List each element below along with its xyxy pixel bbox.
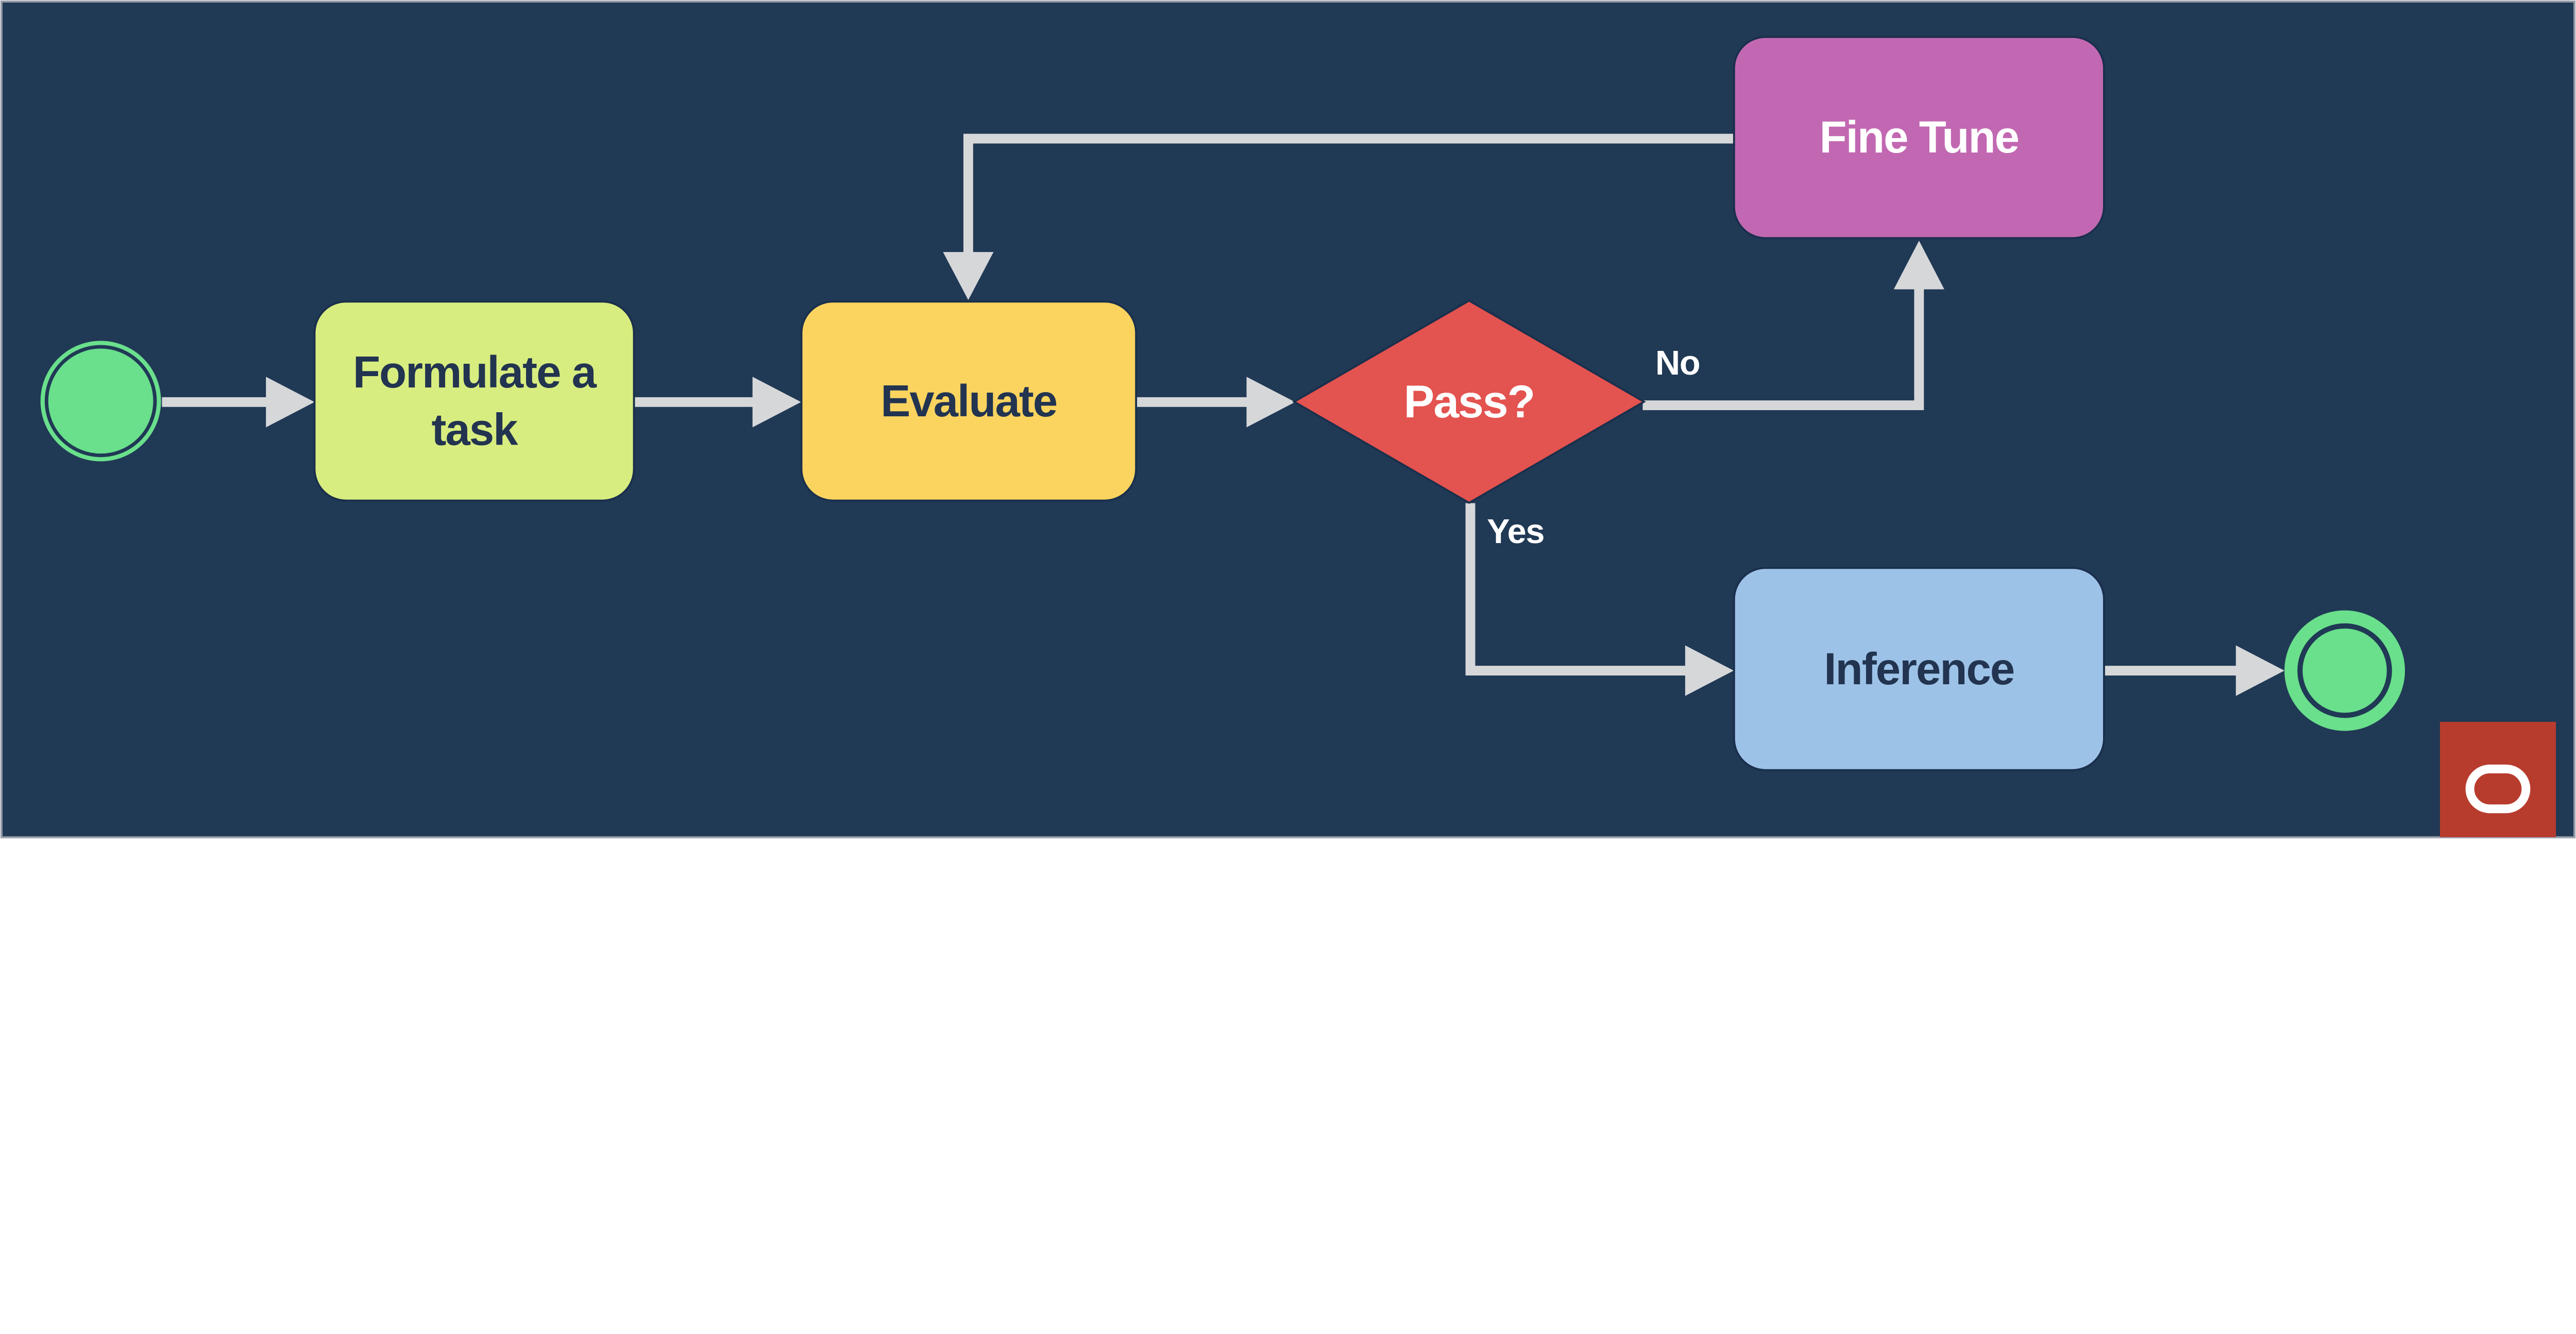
edge-pass-finetune-no	[1642, 289, 1924, 411]
end-event-inner-ring	[2297, 623, 2392, 718]
pass-decision-label: Pass?	[1403, 376, 1536, 428]
arrowhead-pass-finetune	[1893, 241, 1944, 290]
oracle-o-icon	[2465, 764, 2531, 814]
arrowhead-finetune-evaluate	[943, 252, 994, 300]
inference-label: Inference	[1824, 644, 2015, 694]
node-pass-diamond	[1292, 299, 1646, 504]
node-inference: Inference	[1733, 567, 2105, 771]
node-formulate-task: Formulate a task	[313, 300, 635, 502]
edge-pass-inference-yes	[1465, 503, 1687, 676]
arrowhead-pass-inference	[1685, 645, 1734, 696]
end-event-node	[2284, 610, 2405, 731]
start-event-node	[40, 341, 161, 462]
node-fine-tune: Fine Tune	[1733, 36, 2105, 240]
start-event-inner-ring	[44, 345, 157, 458]
arrowhead-inference-end	[2235, 645, 2285, 696]
connector-arrows	[162, 133, 2285, 696]
evaluate-label: Evaluate	[880, 376, 1058, 426]
arrowhead-evaluate-pass	[1246, 377, 1295, 428]
edge-label-yes: Yes	[1487, 512, 1545, 551]
edge-label-no: No	[1655, 344, 1701, 382]
flowchart-canvas: Formulate a task Evaluate Fine Tune Infe…	[1, 1, 2575, 838]
diagram-stage: Formulate a task Evaluate Fine Tune Infe…	[0, 0, 2576, 839]
formulate-task-label: Formulate a task	[352, 347, 597, 455]
arrowhead-start-formulate	[266, 377, 315, 428]
node-evaluate: Evaluate	[800, 300, 1137, 502]
arrowhead-formulate-evaluate	[752, 377, 801, 428]
oracle-logo	[2439, 721, 2556, 837]
fine-tune-label: Fine Tune	[1819, 112, 2020, 163]
edge-finetune-evaluate-loop	[963, 133, 1733, 253]
